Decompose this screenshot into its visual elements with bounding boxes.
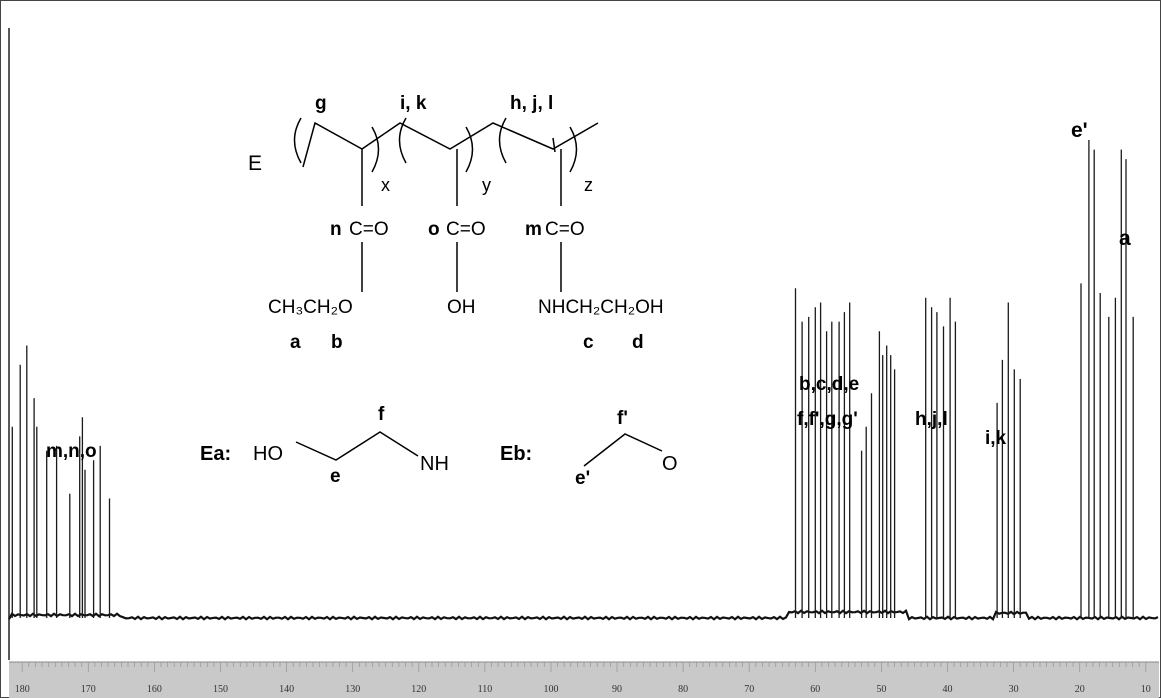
end-group-ea-structure: Ea: HO NH e f — [200, 404, 449, 487]
axis-tick-label: 80 — [678, 684, 688, 695]
ppm-axis: 180 170 160 150 140 130 120 110 100 90 80 70 60 50 40 3… — [9, 661, 1159, 698]
carbon-label-hjl: h, j, l — [510, 93, 553, 114]
carbon-label-a: a — [290, 332, 301, 353]
stereo-tick — [552, 137, 556, 153]
peak-annotations: m,n,o b,c,d,e f,f',g,g' h,j,l i,k e' a — [46, 119, 1131, 462]
axis-tick-label: 100 — [544, 684, 559, 695]
end-group-E: E — [248, 152, 262, 175]
axis-tick-label: 10 — [1141, 684, 1151, 695]
polymer-structure — [293, 117, 599, 292]
ea-bonds — [295, 431, 419, 461]
axis-tick-label: 130 — [345, 684, 360, 695]
eb-o: O — [662, 453, 678, 475]
backbone-bonds — [302, 121, 599, 168]
ea-label-f: f — [378, 404, 385, 425]
axis-tick-label: 50 — [876, 684, 886, 695]
subscript-z: z — [584, 175, 593, 195]
ea-nh: NH — [420, 453, 449, 475]
axis-tick-label: 40 — [943, 684, 953, 695]
bracket-close-y — [465, 126, 474, 173]
bracket-close-z — [569, 126, 578, 173]
carbonyl-ester: C=O — [349, 219, 389, 240]
axis-tick-label: 160 — [147, 684, 162, 695]
axis-tick-label: 180 — [15, 684, 30, 695]
carbon-label-c: c — [583, 332, 594, 353]
peak-label-ik: i,k — [985, 428, 1007, 449]
carbon-label-ik: i, k — [400, 93, 427, 114]
axis-tick-label: 20 — [1075, 684, 1085, 695]
carbon-label-g: g — [315, 93, 327, 114]
peak-label-mno: m,n,o — [46, 441, 97, 462]
end-group-eb-structure: Eb: O e' f' — [500, 408, 678, 489]
axis-tick-label: 70 — [744, 684, 754, 695]
carbon-label-n: n — [330, 219, 342, 240]
ea-name: Ea: — [200, 443, 231, 465]
amide-group: NHCH₂CH₂OH — [538, 297, 664, 318]
axis-tick-label: 140 — [279, 684, 294, 695]
carbon-label-o: o — [428, 219, 440, 240]
ester-group: CH₃CH₂O — [268, 297, 353, 318]
axis-tick-label: 90 — [612, 684, 622, 695]
carbon-label-d: d — [632, 332, 644, 353]
peak-label-a: a — [1119, 227, 1131, 250]
eb-label-e-prime: e' — [575, 468, 590, 489]
axis-tick-label: 150 — [213, 684, 228, 695]
axis-ruler — [9, 662, 1159, 698]
peak-label-bcde: b,c,d,e — [799, 374, 859, 395]
subscript-y: y — [482, 175, 491, 195]
bracket-open-x — [293, 117, 302, 164]
ea-label-e: e — [330, 466, 341, 487]
acid-group: OH — [447, 297, 476, 318]
axis-tick-label: 170 — [81, 684, 96, 695]
peak-label-hjl: h,j,l — [915, 409, 948, 430]
carbonyl-amide: C=O — [545, 219, 585, 240]
axis-tick-label: 110 — [478, 684, 493, 695]
carbon-label-m: m — [525, 219, 542, 240]
axis-tick-label: 120 — [411, 684, 426, 695]
bracket-open-y — [398, 117, 407, 164]
ea-ho: HO — [253, 443, 283, 465]
eb-name: Eb: — [500, 443, 532, 465]
carbon-label-b: b — [331, 332, 343, 353]
subscript-x: x — [381, 175, 390, 195]
peak-label-e-prime: e' — [1071, 119, 1088, 142]
carbonyl-acid: C=O — [446, 219, 486, 240]
axis-tick-label: 30 — [1009, 684, 1019, 695]
eb-bonds — [583, 433, 663, 467]
bracket-open-z — [498, 117, 507, 164]
polymer-labels: E x y z g i, k h, j, l n o m C=O C=O C=O… — [248, 93, 664, 353]
bracket-close-x — [371, 126, 380, 173]
spectrum-baseline — [8, 609, 1159, 621]
spectrum-trace-group — [8, 140, 1159, 621]
peak-label-ffgg: f,f',g,g' — [797, 409, 858, 430]
axis-tick-label: 60 — [810, 684, 820, 695]
eb-label-f-prime: f' — [617, 408, 628, 429]
